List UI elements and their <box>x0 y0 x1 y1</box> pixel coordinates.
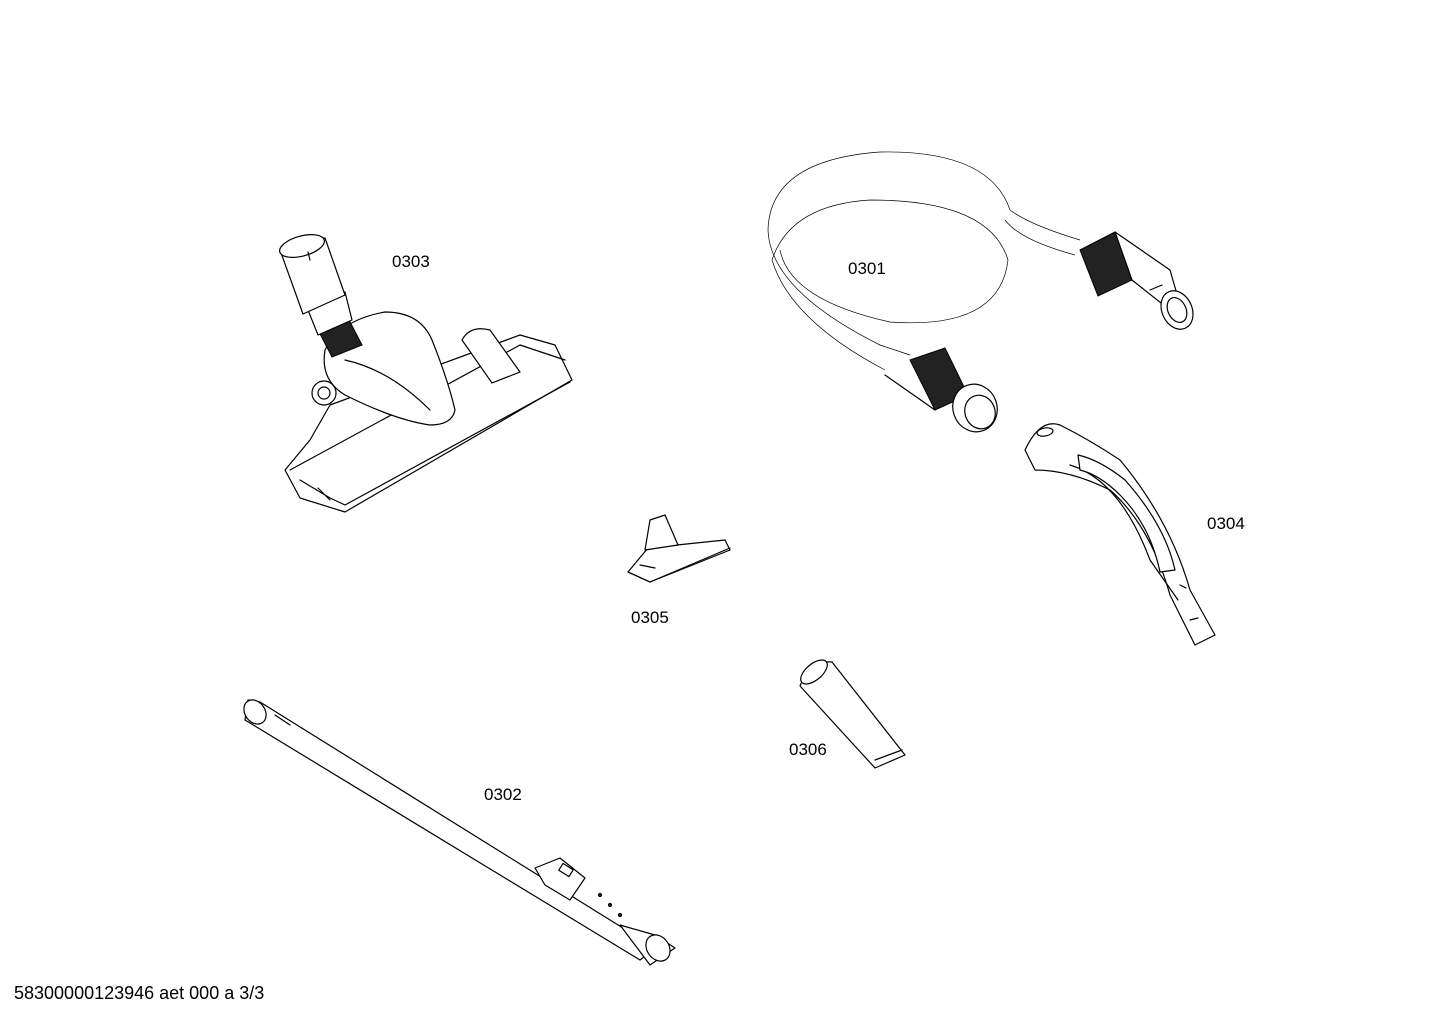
part-number-label: 0301 <box>848 259 886 278</box>
crevice-nozzle-drawing <box>799 659 906 769</box>
upholstery-nozzle-drawing <box>627 514 731 583</box>
part-number-label: 0305 <box>631 608 669 627</box>
part-number-label: 0302 <box>484 785 522 804</box>
hose-handle-drawing <box>1024 423 1216 646</box>
part-number-label: 0306 <box>789 740 827 759</box>
document-reference: 58300000123946 aet 000 a 3/3 <box>14 983 265 1003</box>
floor-nozzle-drawing <box>279 234 573 513</box>
telescopic-tube-drawing <box>243 699 676 966</box>
hose-drawing <box>767 151 1194 433</box>
part-number-label: 0303 <box>392 252 430 271</box>
part-number-label: 0304 <box>1207 514 1245 533</box>
